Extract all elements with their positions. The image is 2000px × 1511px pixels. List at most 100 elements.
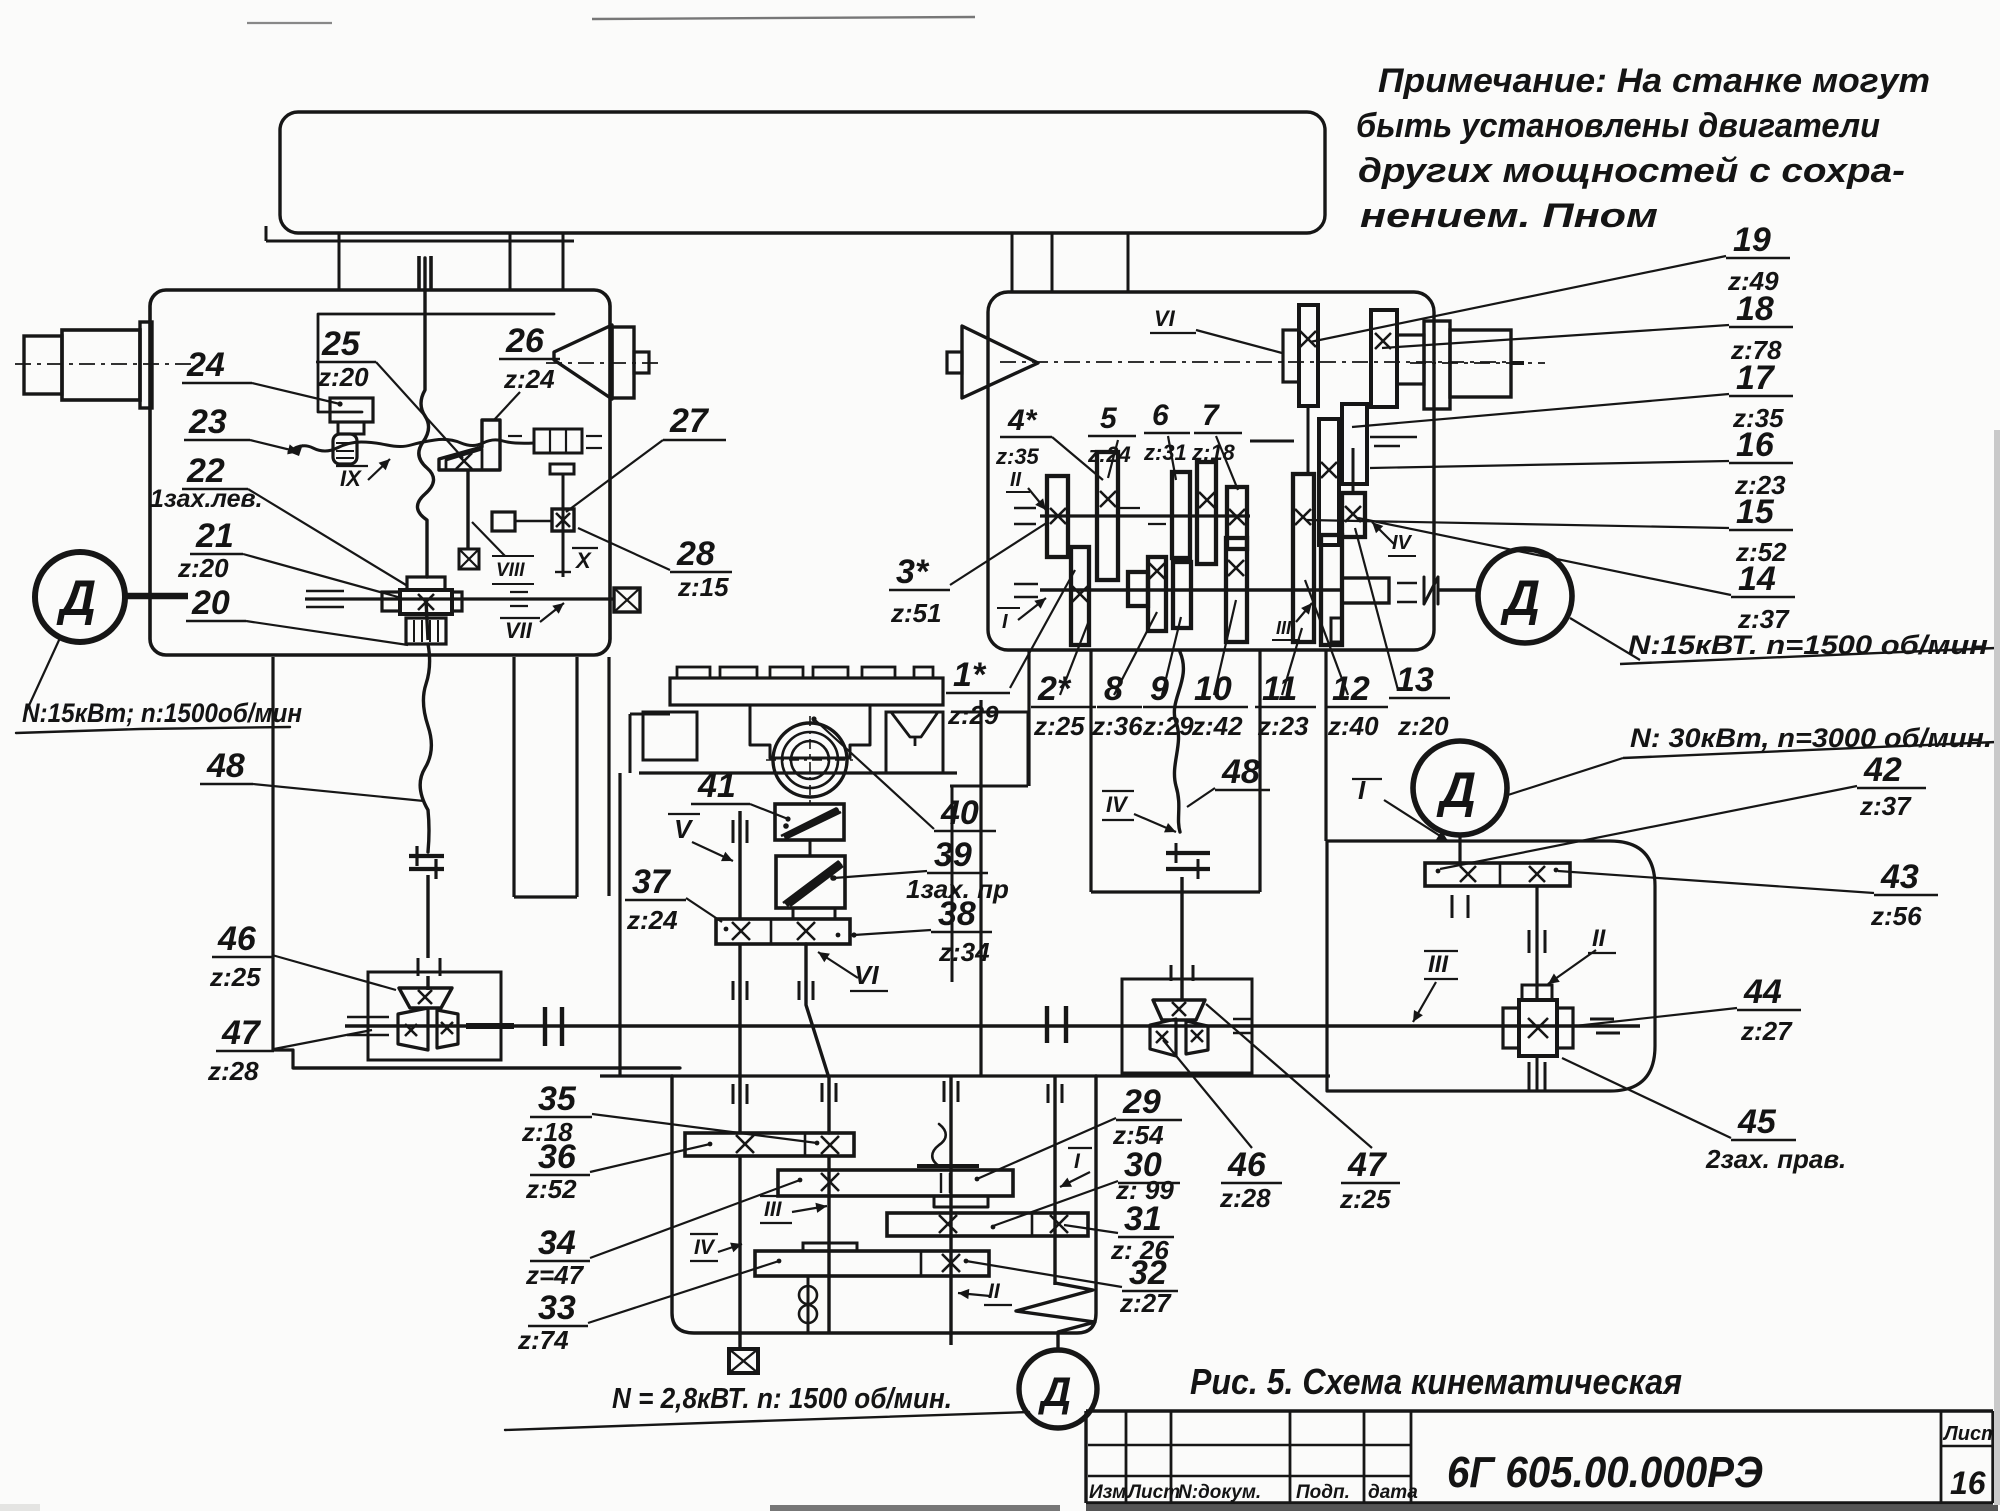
svg-text:Д: Д [1038,1368,1071,1415]
svg-text:29: 29 [1122,1083,1161,1121]
svg-text:47: 47 [221,1014,262,1052]
svg-text:z:37: z:37 [1859,791,1912,821]
svg-text:z:20: z:20 [177,553,229,583]
svg-text:Лист: Лист [1942,1423,1999,1445]
svg-text:z:25: z:25 [1339,1184,1391,1214]
svg-text:IV: IV [1106,792,1129,817]
svg-text:22: 22 [186,452,225,490]
svg-text:z:35: z:35 [1732,403,1784,433]
svg-text:41: 41 [697,767,736,805]
svg-text:z:24: z:24 [1087,442,1131,467]
svg-text:VI: VI [1154,306,1176,331]
svg-text:z: 99: z: 99 [1115,1175,1174,1205]
svg-text:30: 30 [1124,1146,1162,1184]
svg-text:8: 8 [1104,670,1123,708]
svg-text:z:78: z:78 [1730,335,1782,365]
svg-text:z:52: z:52 [1735,537,1787,567]
svg-text:32: 32 [1129,1254,1167,1292]
svg-text:IV: IV [694,1236,716,1259]
svg-text:z:34: z:34 [938,937,990,967]
svg-text:10: 10 [1194,670,1232,708]
svg-text:z:37: z:37 [1737,604,1790,634]
svg-text:z:27: z:27 [1740,1016,1793,1046]
svg-text:47: 47 [1347,1146,1388,1184]
svg-text:z:49: z:49 [1727,266,1779,296]
svg-text:z:27: z:27 [1119,1288,1172,1318]
svg-text:III: III [1276,618,1292,638]
svg-text:44: 44 [1743,973,1782,1011]
svg-text:z:24: z:24 [503,364,555,394]
svg-text:31: 31 [1124,1200,1162,1238]
svg-text:N:15кВт; n:1500об/мин: N:15кВт; n:1500об/мин [22,698,302,728]
svg-text:нением. Пном: нением. Пном [1360,197,1658,235]
svg-text:25: 25 [321,325,361,363]
svg-text:42: 42 [1863,751,1902,789]
svg-text:z:28: z:28 [1219,1183,1271,1213]
svg-text:z:54: z:54 [1112,1120,1164,1150]
svg-text:z:36: z:36 [1091,711,1143,741]
svg-text:z:28: z:28 [207,1056,259,1086]
svg-text:45: 45 [1737,1103,1777,1141]
svg-text:39: 39 [934,836,972,874]
svg-text:z:23: z:23 [1734,470,1786,500]
svg-text:1зах.лев.: 1зах.лев. [150,485,263,513]
svg-text:z:25: z:25 [209,962,261,992]
svg-text:N:докум.: N:докум. [1178,1482,1261,1503]
svg-text:z:18: z:18 [1191,440,1236,465]
svg-text:16: 16 [1950,1465,1986,1501]
svg-text:35: 35 [538,1080,577,1118]
svg-text:Примечание: На станке могут: Примечание: На станке могут [1378,62,1930,100]
svg-text:Изм: Изм [1089,1482,1126,1503]
svg-text:20: 20 [191,584,230,622]
svg-text:48: 48 [206,747,245,785]
svg-text:I: I [1002,611,1008,633]
svg-text:18: 18 [1736,290,1774,328]
svg-text:IX: IX [340,466,362,491]
svg-text:Д: Д [1436,762,1476,818]
svg-text:z:35: z:35 [995,444,1040,469]
svg-text:z:52: z:52 [525,1174,577,1204]
svg-text:z:20: z:20 [317,362,369,392]
svg-text:z:20: z:20 [1397,711,1449,741]
svg-text:Рис. 5. Схема кинематическая: Рис. 5. Схема кинематическая [1190,1361,1682,1402]
svg-text:z:29: z:29 [1142,711,1194,741]
svg-text:2*: 2* [1037,670,1072,708]
svg-text:28: 28 [676,535,715,573]
svg-text:Д: Д [56,570,96,626]
svg-text:16: 16 [1736,426,1775,464]
svg-text:II: II [1010,469,1022,491]
svg-text:I: I [1358,775,1366,805]
svg-text:N: 30кВт, n=3000 об/мин.: N: 30кВт, n=3000 об/мин. [1630,723,1992,753]
svg-text:21: 21 [195,517,234,555]
svg-text:быть установлены двигатели: быть установлены двигатели [1356,107,1880,145]
svg-text:4*: 4* [1007,404,1038,437]
svg-text:z:24: z:24 [626,905,678,935]
svg-text:z:74: z:74 [517,1325,569,1355]
svg-text:V: V [674,814,694,844]
svg-text:24: 24 [186,346,225,384]
svg-text:III: III [764,1198,783,1221]
svg-text:27: 27 [669,402,710,440]
svg-text:N = 2,8кВТ. n: 1500 об/мин.: N = 2,8кВТ. n: 1500 об/мин. [612,1383,952,1415]
svg-text:34: 34 [538,1224,576,1262]
svg-text:7: 7 [1202,399,1220,432]
svg-text:23: 23 [188,403,227,441]
svg-text:6Г 605.00.000РЭ: 6Г 605.00.000РЭ [1447,1448,1763,1497]
svg-text:VII: VII [505,618,533,643]
svg-text:9: 9 [1150,670,1169,708]
svg-text:z=47: z=47 [525,1260,585,1290]
svg-text:43: 43 [1880,858,1919,896]
svg-text:19: 19 [1733,221,1771,259]
svg-text:Лист: Лист [1126,1482,1180,1503]
svg-text:IV: IV [1392,532,1413,554]
svg-text:z:18: z:18 [521,1117,573,1147]
svg-text:14: 14 [1738,560,1776,598]
svg-text:13: 13 [1396,661,1434,699]
svg-text:3*: 3* [896,553,930,591]
svg-text:z:51: z:51 [890,598,942,628]
svg-text:6: 6 [1152,399,1169,432]
svg-text:26: 26 [505,322,545,360]
svg-text:Подп.: Подп. [1296,1482,1350,1503]
svg-text:1*: 1* [953,656,987,694]
svg-text:11: 11 [1262,670,1297,708]
